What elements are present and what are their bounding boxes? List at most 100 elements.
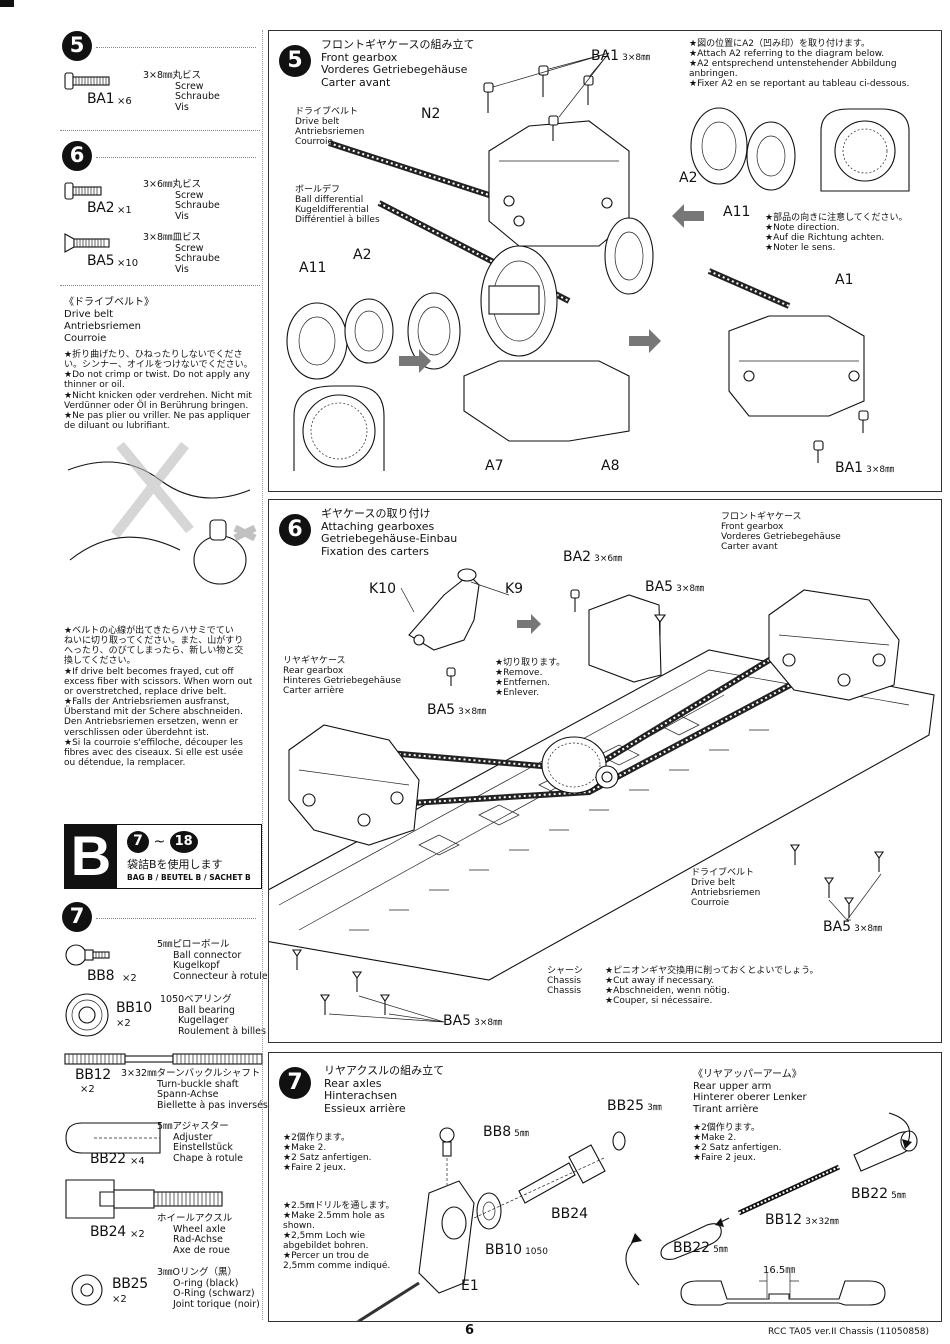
screw-icon [291, 589, 885, 1015]
bb22-code: BB22 [90, 1151, 126, 1167]
k9-label: K9 [505, 581, 524, 597]
step5-parts-number: 5 [62, 31, 92, 61]
ball-bearing-icon [65, 993, 109, 1037]
page-number: 6 [465, 1323, 475, 1338]
screw-ba2-illustration [64, 180, 104, 206]
step6-remove-note: ★切り取ります。 ★Remove. ★Entfernen. ★Enlever. [495, 658, 566, 699]
wheel-axle-icon [518, 1131, 626, 1204]
k9-k10-bracket-icon [408, 568, 480, 651]
countersunk-screw-icon [64, 233, 110, 253]
step6-ba5-label-c: BA5 3×8㎜ [823, 919, 883, 935]
belt-note-text: ★折り曲げたり、ひねったりしないでくださ い。シンナー、オイルをつけないでくださ… [64, 350, 253, 432]
step5-diff-label: ボールデフ Ball differential Kugeldifferentia… [295, 185, 380, 226]
front-gearbox-icon [768, 589, 900, 701]
bag-jp: 袋詰Bを使用します [127, 858, 223, 871]
e1-label: E1 [461, 1278, 479, 1294]
step6-ba2-label: BA2 3×6㎜ [563, 549, 623, 565]
bb10-description: 1050ベアリング Ball bearing Kugellager Roulem… [160, 994, 266, 1037]
bb24-qty: ×2 [130, 1229, 145, 1240]
step7-make2-note: ★2個作ります。 ★Make 2. ★2 Satz anfertigen. ★F… [283, 1133, 372, 1174]
belt-scissors-icon [67, 441, 257, 585]
step7-title: リヤアクスルの組み立て Rear axles Hinterachsen Essi… [324, 1064, 445, 1115]
ba2-code: BA2 [87, 200, 115, 216]
a8-label: A8 [601, 458, 620, 474]
rear-upper-arm-title: 《リヤアッパーアーム》 Rear upper arm Hinterer ober… [693, 1069, 807, 1115]
spur-gear-icon [541, 736, 619, 794]
bb12-description: 3×32㎜ターンバックルシャフト Turn-buckle shaft Spann… [121, 1068, 268, 1111]
ba2-description: 3×6㎜丸ビス Screw Schraube Vis [143, 179, 220, 222]
step6-box: 6 ギヤケースの取り付け Attaching gearboxes Getrieb… [268, 499, 942, 1043]
arrow-icon [629, 329, 661, 353]
bb12-qty: ×2 [80, 1084, 95, 1095]
ball-connector-icon [439, 1127, 455, 1185]
bb25-qty: ×2 [112, 1294, 127, 1305]
bb24-step-label: BB24 [551, 1206, 589, 1222]
bb8-qty: ×2 [122, 973, 137, 984]
bb10-code: BB10 [116, 1000, 152, 1016]
arrow-icon [672, 204, 704, 228]
corner-mark [0, 0, 14, 7]
a2-a11-rings-icon [690, 107, 910, 192]
step6-rear-gearbox-label: リヤギヤケース Rear gearbox Hinteres Getriebege… [283, 656, 402, 697]
ba1-description: 3×8㎜丸ビス Screw Schraube Vis [143, 70, 220, 113]
step6-title: ギヤケースの取り付け Attaching gearboxes Getriebeg… [321, 507, 458, 558]
arrow-icon [517, 614, 541, 634]
n2-label: N2 [421, 106, 441, 122]
ball-differential-icon [407, 245, 558, 370]
screw-ba1-illustration [64, 70, 110, 96]
belt-fray-note: ★ベルトの心線が出てきたらハサミでてい ねいに切り取ってください。また、山がすり… [64, 626, 253, 769]
step6-ba5-label-d: BA5 3×8㎜ [443, 1013, 503, 1029]
step7-box: 7 リヤアクスルの組み立て Rear axles Hinterachsen Es… [268, 1052, 942, 1322]
bag-steps: 7 ~ 18 [127, 831, 198, 853]
bb22-illustration [64, 1121, 164, 1159]
bb10-illustration [64, 992, 110, 1042]
bb25-step-label: BB25 3㎜ [607, 1098, 662, 1114]
ba1-code: BA1 [87, 91, 115, 107]
bb8-code: BB8 [87, 968, 115, 984]
bb24-description: ホイールアクスル Wheel axle Rad-Achse Axe de rou… [157, 1213, 233, 1256]
step7-diagram [356, 1112, 918, 1321]
rear-gearbox-icon [288, 724, 420, 846]
step7-number: 7 [279, 1067, 311, 1099]
bb12-illustration [64, 1051, 264, 1071]
ba5-qty: ×10 [117, 258, 139, 269]
step6-parts-number: 6 [62, 141, 92, 171]
bb25-code: BB25 [112, 1276, 148, 1292]
step5-ba1-top-label: BA1 3×8㎜ [591, 48, 651, 64]
step6-front-gearbox-label: フロントギヤケース Front gearbox Vorderes Getrieb… [721, 512, 841, 553]
step5-number: 5 [279, 45, 311, 77]
bb22-qty: ×4 [130, 1156, 145, 1167]
step5-diagram [286, 52, 910, 471]
pan-head-screw-icon [64, 72, 110, 90]
gearbox-lower-housing-icon [463, 217, 654, 442]
bag-b-box: B 7 ~ 18 袋詰Bを使用します BAG B / BEUTEL B / SA… [64, 824, 262, 889]
bb8-step-label: BB8 5㎜ [483, 1124, 529, 1140]
step5-ba1-bottom-label: BA1 3×8㎜ [835, 460, 895, 476]
length-dimension: 16.5㎜ [763, 1265, 796, 1276]
bb24-code: BB24 [90, 1224, 126, 1240]
bb22-description: 5㎜アジャスター Adjuster Einstellstück Chape à … [157, 1121, 243, 1164]
bb10-step-label: BB10 1050 [485, 1242, 548, 1258]
bb8-illustration [64, 940, 110, 974]
pan-head-screw-icon [64, 182, 102, 200]
a11-right-label: A11 [723, 204, 751, 220]
belt-handling-illustration [60, 440, 260, 604]
a1-label: A1 [835, 272, 854, 288]
step7-make2b-note: ★2個作ります。 ★Make 2. ★2 Satz anfertigen. ★F… [693, 1123, 782, 1164]
assembled-front-gearbox-icon [728, 315, 869, 463]
o-ring-icon [71, 1274, 103, 1306]
bb25-description: 3㎜Oリング（黒） O-ring (black) O-Ring (schwarz… [157, 1267, 260, 1310]
a7-label: A7 [485, 458, 504, 474]
adjuster-icon [65, 1122, 161, 1154]
step5-box: 5 フロントギヤケースの組み立て Front gearbox Vorderes … [268, 30, 942, 492]
gearbox-top-housing-icon [488, 120, 630, 247]
ba1-qty: ×6 [117, 96, 132, 107]
a2-left-label: A2 [353, 247, 372, 263]
bb12-code: BB12 [75, 1067, 111, 1083]
bb25-illustration [70, 1273, 104, 1311]
bb24-illustration [64, 1176, 224, 1226]
step6-cut-note: ★ピニオンギヤ交換用に削っておくとよいでしょう。 ★Cut away if ne… [605, 966, 819, 1007]
step5-direction-note: ★部品の向きに注意してください。 ★Note direction. ★Auf d… [765, 213, 908, 254]
belt-note-title: 《ドライブベルト》 Drive belt Antriebsriemen Cour… [64, 297, 154, 344]
wheel-axle-icon [65, 1179, 223, 1219]
